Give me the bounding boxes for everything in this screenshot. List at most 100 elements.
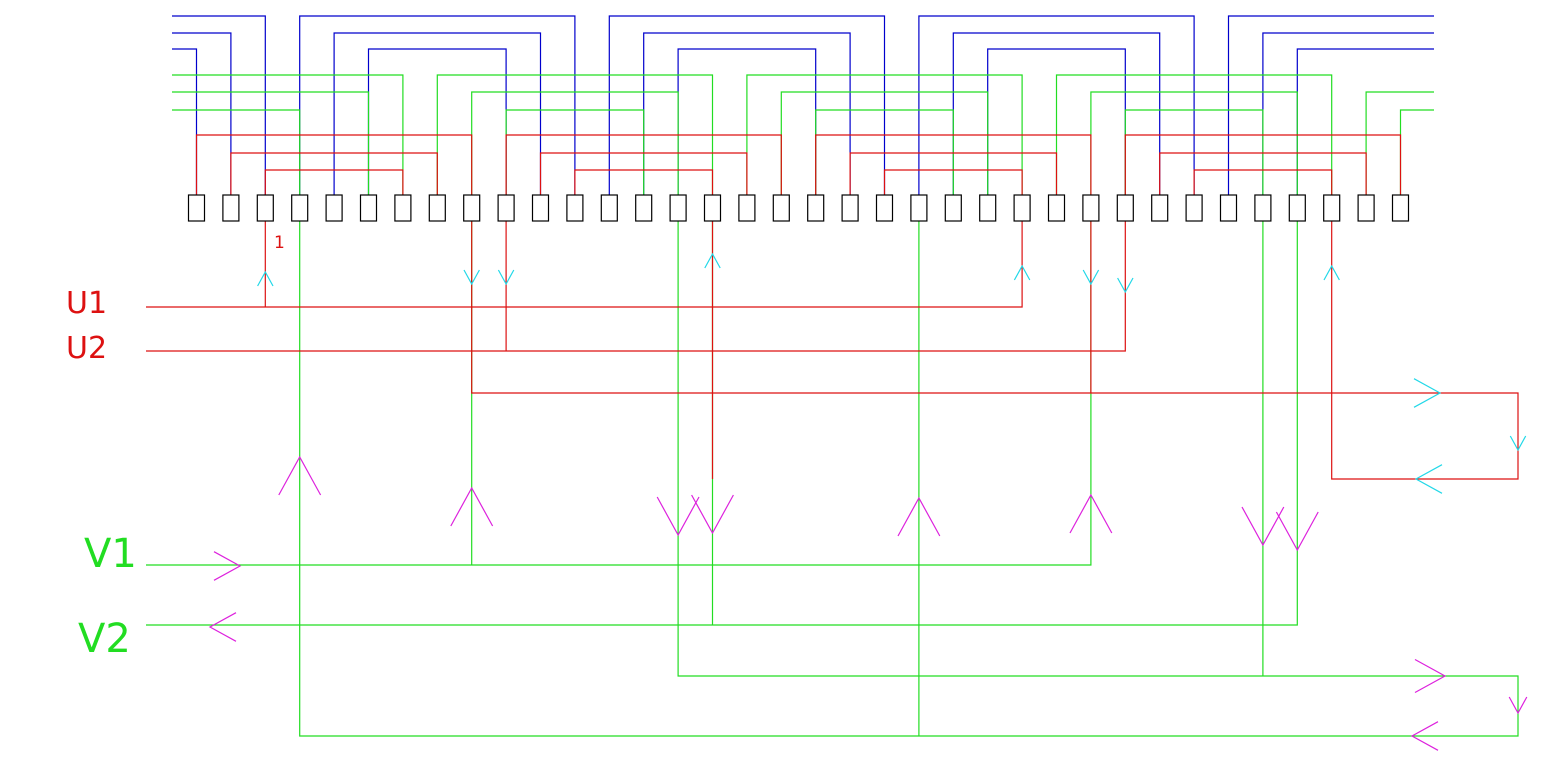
u-current-arrow — [704, 252, 721, 269]
stator-slot — [944, 194, 962, 222]
v-lead — [1399, 109, 1434, 195]
u2-lead — [146, 221, 1126, 352]
stator-slot — [1047, 194, 1066, 222]
u-coil — [264, 169, 404, 195]
u-current-arrow — [463, 269, 480, 286]
stator-slot-row — [187, 194, 1410, 222]
v-lead — [172, 74, 404, 195]
v-current-arrow — [1069, 493, 1113, 534]
stator-slot — [1082, 194, 1100, 222]
u-coil — [574, 169, 714, 195]
w-lead — [1262, 32, 1434, 195]
u-coil — [883, 169, 1023, 195]
u-current-arrow — [1013, 264, 1031, 281]
stator-slot — [359, 194, 378, 222]
stator-slot — [1254, 194, 1272, 222]
v-current-arrow — [213, 551, 242, 581]
u-current-arrow — [257, 270, 274, 287]
u-coil — [1124, 134, 1402, 195]
stator-slot — [1391, 194, 1410, 222]
stator-slot — [841, 194, 859, 222]
w-phase-coil-group — [172, 15, 1434, 195]
u-coil — [849, 152, 1058, 195]
stator-slot — [979, 194, 997, 222]
slot-number-label: 1 — [274, 233, 285, 253]
u-current-arrow — [1509, 435, 1527, 452]
v-current-arrow — [1410, 721, 1439, 751]
stator-slot — [1357, 194, 1375, 222]
u-current-arrow — [497, 269, 515, 286]
stator-slot — [669, 194, 687, 222]
v-current-arrow — [691, 494, 734, 535]
u-coil — [505, 134, 782, 195]
u-coil — [1193, 169, 1333, 195]
u-current-arrow — [1413, 378, 1442, 408]
v-phase-direction-arrows — [208, 455, 1528, 751]
terminal-labels: 1 U1 U2 V1 V2 — [66, 233, 285, 662]
terminal-label-u2: U2 — [66, 331, 107, 366]
stator-slot — [738, 194, 756, 222]
u-current-arrow — [1117, 277, 1134, 294]
u1-lead — [146, 221, 1023, 308]
v-lead — [172, 91, 370, 195]
w-coil — [333, 32, 542, 195]
stator-slot — [1013, 194, 1031, 222]
stator-slot — [394, 194, 412, 222]
stator-slot — [531, 194, 550, 222]
u-jumper-1 — [471, 221, 1519, 480]
w-lead — [172, 15, 266, 195]
stator-slot — [566, 194, 584, 222]
stator-slot — [807, 194, 825, 222]
terminal-label-v2: V2 — [78, 616, 131, 662]
stator-slot — [600, 194, 618, 222]
stator-slot — [1151, 194, 1169, 222]
w-coil — [299, 15, 576, 195]
stator-slot — [325, 194, 343, 222]
w-coil — [608, 15, 886, 195]
stator-slot — [428, 194, 446, 222]
v-jumper-1 — [299, 221, 1519, 737]
stator-slot — [1288, 194, 1306, 222]
u-phase-coil-group — [146, 134, 1519, 480]
stator-slot — [772, 194, 790, 222]
v-current-arrow — [1414, 658, 1447, 694]
stator-slot — [703, 194, 722, 222]
terminal-label-v1: V1 — [84, 531, 137, 577]
w-lead — [172, 48, 198, 195]
v2-lead — [146, 221, 1298, 626]
stator-slot — [875, 194, 894, 222]
u-phase-direction-arrows — [257, 252, 1527, 494]
w-lead — [172, 32, 232, 195]
stator-slot — [222, 194, 240, 222]
stator-slot — [1185, 194, 1203, 222]
stator-slot — [910, 194, 928, 222]
u-coil — [1159, 152, 1367, 195]
v-current-arrow — [897, 496, 941, 537]
stator-slot — [1116, 194, 1134, 222]
v-current-arrow — [1241, 506, 1285, 547]
u-coil — [815, 134, 1092, 195]
stator-slot — [256, 194, 274, 222]
u-current-arrow — [1082, 269, 1100, 286]
stator-slot — [1323, 194, 1341, 222]
stator-slot — [497, 194, 515, 222]
v-current-arrow — [1508, 696, 1528, 715]
stator-slot — [187, 194, 206, 222]
v-current-arrow — [450, 486, 494, 527]
u-current-arrow — [1323, 264, 1340, 281]
v-current-arrow — [1275, 511, 1319, 552]
u-coil — [539, 152, 748, 195]
stator-slot — [1219, 194, 1238, 222]
v-phase-coil-group — [146, 74, 1519, 737]
terminal-label-u1: U1 — [66, 286, 107, 321]
u-coil — [230, 152, 438, 195]
v-current-arrow — [656, 496, 700, 537]
u-coil — [195, 134, 473, 195]
stator-slot — [463, 194, 481, 222]
stator-slot — [635, 194, 653, 222]
stator-slot — [291, 194, 309, 222]
w-coil — [918, 15, 1195, 195]
v-current-arrow — [278, 455, 322, 496]
u-current-arrow — [1414, 464, 1443, 494]
